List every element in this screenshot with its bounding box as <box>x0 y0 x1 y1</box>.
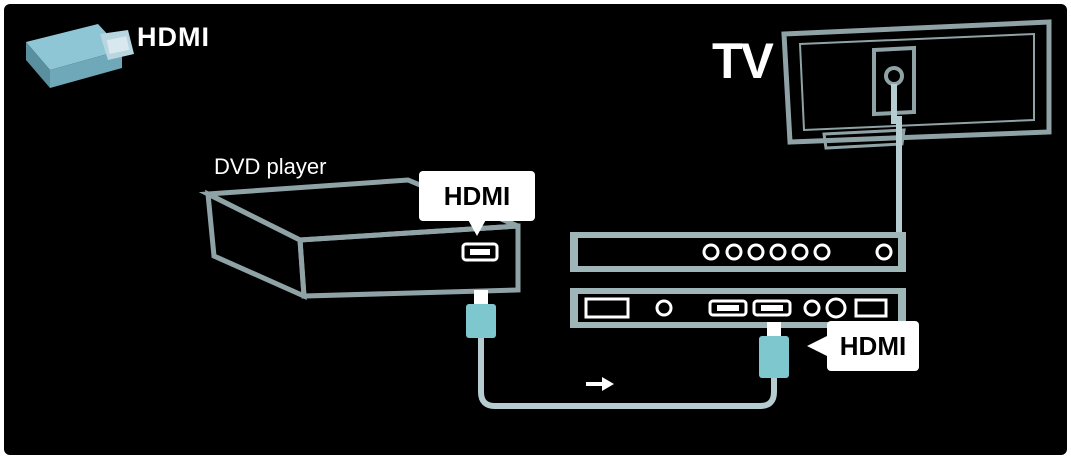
tv-hdmi-port-1 <box>708 299 748 317</box>
diagram-frame: HDMI TV DVD player HDMI HDMI <box>4 4 1067 455</box>
arrow-right-icon <box>586 377 614 391</box>
tv-illustration <box>781 19 1052 150</box>
tv-hdmi-callout: HDMI <box>827 321 919 371</box>
dvd-hdmi-callout: HDMI <box>419 171 535 221</box>
hdmi-cable <box>466 290 789 409</box>
dvd-player-illustration <box>198 177 521 300</box>
tv-callout-pointer <box>807 336 827 356</box>
tv-label: TV <box>712 33 774 89</box>
dvd-player-label: DVD player <box>214 154 327 179</box>
connection-type-title: HDMI <box>137 22 210 52</box>
hdmi-connector-icon <box>26 24 134 88</box>
diagram-canvas <box>26 19 1052 409</box>
dvd-hdmi-port <box>461 242 499 262</box>
tv-panel-upper <box>570 232 906 272</box>
tv-hdmi-port-2 <box>752 299 792 317</box>
dvd-callout-pointer <box>466 216 488 236</box>
